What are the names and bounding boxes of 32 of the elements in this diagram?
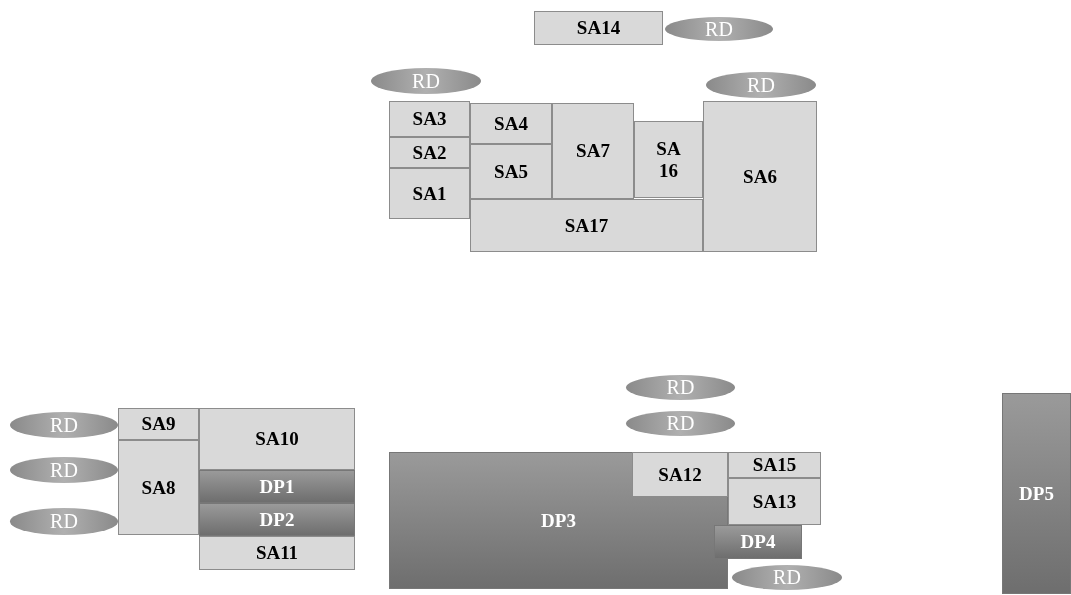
area-block: SA9 xyxy=(118,408,199,440)
area-block: SA8 xyxy=(118,440,199,535)
area-block: SA 16 xyxy=(634,121,703,198)
area-block: SA1 xyxy=(389,168,470,219)
oval-tag: RD xyxy=(10,412,118,438)
oval-tag: RD xyxy=(10,508,118,535)
oval-tag: RD xyxy=(732,565,842,590)
area-block: SA3 xyxy=(389,101,470,137)
dark-block: DP1 xyxy=(199,470,355,503)
area-block: SA14 xyxy=(534,11,663,45)
oval-tag: RD xyxy=(626,411,735,436)
dark-block: DP2 xyxy=(199,503,355,536)
oval-tag: RD xyxy=(626,375,735,400)
area-block: SA2 xyxy=(389,137,470,168)
oval-tag: RD xyxy=(706,72,816,98)
area-block: SA17 xyxy=(470,199,703,252)
dark-block xyxy=(389,452,728,589)
area-block: SA10 xyxy=(199,408,355,470)
area-block: SA13 xyxy=(728,478,821,525)
area-block: SA15 xyxy=(728,452,821,478)
block-label: DP3 xyxy=(541,509,576,532)
area-block: SA4 xyxy=(470,103,552,144)
area-block: SA6 xyxy=(703,101,817,252)
area-block: SA5 xyxy=(470,144,552,199)
oval-tag: RD xyxy=(665,17,773,41)
area-block: SA7 xyxy=(552,103,634,199)
area-block: SA12 xyxy=(632,452,728,497)
oval-tag: RD xyxy=(371,68,481,94)
dark-block: DP5 xyxy=(1002,393,1071,594)
oval-tag: RD xyxy=(10,457,118,483)
dark-block: DP4 xyxy=(714,525,802,559)
area-block: SA11 xyxy=(199,536,355,570)
